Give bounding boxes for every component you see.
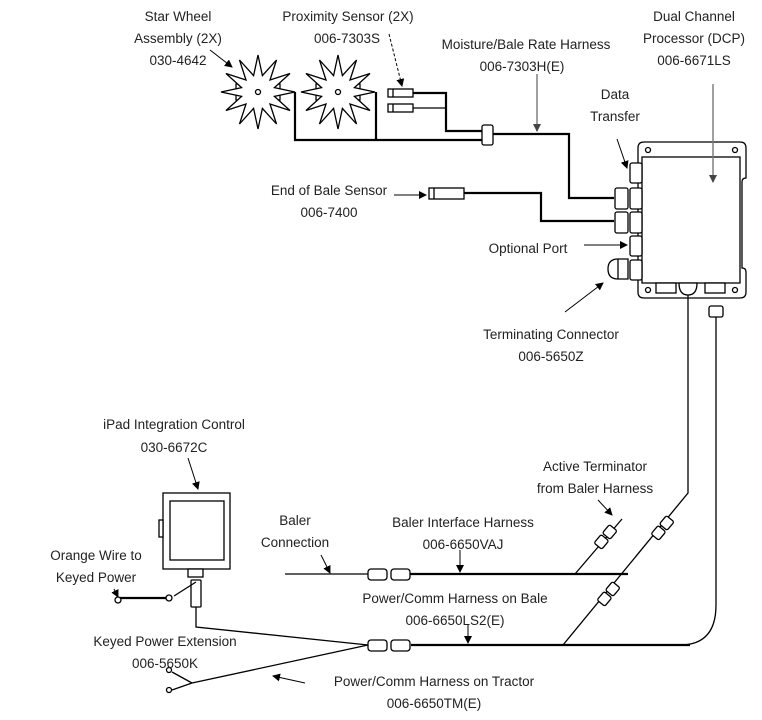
moisture-harness-label: Moisture/Bale Rate Harness <box>442 37 611 52</box>
star-wheel-icon <box>220 54 296 130</box>
orange-wire-label: Keyed Power <box>56 570 137 585</box>
dcp-label: Dual Channel <box>653 9 735 24</box>
star-wheel-hub <box>334 88 342 96</box>
arrow-icon <box>187 457 200 490</box>
harness-connector <box>481 124 494 146</box>
arrow-icon <box>111 588 119 598</box>
port-2[interactable] <box>629 211 643 234</box>
proximity-sensors <box>387 88 414 113</box>
proximity-sensor-1 <box>387 88 414 98</box>
dcp-part: 006-6671LS <box>657 53 731 68</box>
baler-interface-harness <box>285 518 628 581</box>
keyed-power-terminal <box>114 596 122 604</box>
moisture-harness <box>293 91 614 200</box>
terminating-connector-part: 006-5650Z <box>518 349 583 364</box>
star-wheel-icon <box>300 54 376 130</box>
arrow-icon <box>272 673 306 684</box>
orange-wire-label: Orange Wire to <box>50 548 142 563</box>
dcp-mounting-plate <box>637 141 747 299</box>
keyed-power-ext-terminal <box>165 666 173 674</box>
moisture-harness-part: 006-7303H(E) <box>480 59 565 74</box>
cable-connector <box>708 305 724 318</box>
data-transfer-label: Data <box>601 87 630 102</box>
port-2-plug <box>614 211 629 234</box>
star-wheel-part: 030-4642 <box>149 53 206 68</box>
arrow-icon <box>209 49 233 68</box>
dcp-label: Processor (DCP) <box>643 31 745 46</box>
callout-arrows <box>111 33 717 684</box>
orange-wire-terminal <box>165 594 173 602</box>
arrow-icon <box>597 499 613 516</box>
star-wheel-hub <box>254 88 262 96</box>
star-wheel-label: Assembly (2X) <box>134 31 222 46</box>
arrow-icon <box>564 282 604 313</box>
data-transfer-label: Transfer <box>590 109 640 124</box>
baler-interface-label: Baler Interface Harness <box>392 515 534 530</box>
power-comm-bale-part: 006-6650LS2(E) <box>405 613 504 628</box>
active-terminator-label: Active Terminator <box>543 459 648 474</box>
keyed-power-ext-terminal <box>165 686 173 694</box>
dual-channel-processor <box>607 141 747 299</box>
baler-connection-label: Connection <box>261 535 329 550</box>
arrow-icon <box>388 33 405 87</box>
dcp-body <box>641 156 741 284</box>
data-transfer-port[interactable] <box>629 162 643 184</box>
bottom-port-1 <box>655 282 677 294</box>
port-1-plug <box>614 187 629 210</box>
power-comm-tractor-label: Power/Comm Harness on Tractor <box>334 674 535 689</box>
active-terminator-label: from Baler Harness <box>537 481 654 496</box>
bottom-port-3 <box>704 282 726 294</box>
end-of-bale-part: 006-7400 <box>300 205 357 220</box>
end-of-bale-label: End of Bale Sensor <box>271 183 388 198</box>
labels: Star Wheel Assembly (2X) 030-4642 Proxim… <box>50 9 745 711</box>
port-1[interactable] <box>629 187 643 210</box>
baler-interface-part: 006-6650VAJ <box>423 537 504 552</box>
keyed-power-ext-label: Keyed Power Extension <box>93 634 236 649</box>
ipad-control-screen <box>169 500 225 561</box>
power-comm-connectors <box>367 639 411 652</box>
end-of-bale-sensor <box>428 187 614 223</box>
bottom-port-2 <box>678 282 698 296</box>
arrow-icon <box>616 138 629 169</box>
keyed-power-ext-part: 006-5650K <box>132 656 198 671</box>
optional-port-label: Optional Port <box>489 241 568 256</box>
star-wheel-label: Star Wheel <box>145 9 212 24</box>
power-comm-bale-label: Power/Comm Harness on Bale <box>362 591 547 606</box>
proximity-sensor-part: 006-7303S <box>314 31 380 46</box>
port-4[interactable] <box>629 259 643 281</box>
baler-connection-label: Baler <box>279 513 311 528</box>
power-comm-tractor-part: 006-6650TM(E) <box>387 696 482 711</box>
dcp-cables <box>411 295 724 647</box>
star-wheel-2 <box>300 54 376 130</box>
ipad-integration-control <box>114 492 369 694</box>
proximity-sensor-label: Proximity Sensor (2X) <box>282 9 413 24</box>
terminating-connector-label: Terminating Connector <box>483 327 619 342</box>
ipad-control-part: 030-6672C <box>141 440 208 455</box>
star-wheel-1 <box>220 54 296 130</box>
arrow-icon <box>320 554 331 574</box>
optional-port[interactable] <box>629 235 643 257</box>
proximity-sensor-2 <box>387 103 414 113</box>
ipad-control-label: iPad Integration Control <box>103 417 245 432</box>
